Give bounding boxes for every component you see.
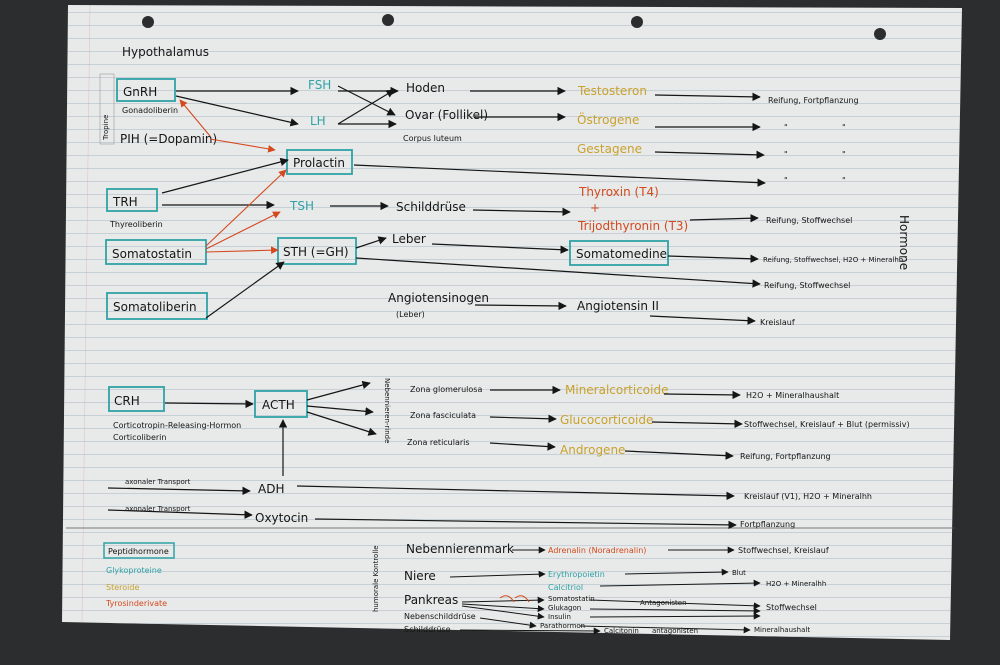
node-testosteron: Testosteron xyxy=(577,84,647,98)
effect-kreislauf: Kreislauf xyxy=(760,318,795,327)
effect-h2o: H2O + Mineralhh xyxy=(766,580,826,588)
effect-androgene: Reifung, Fortpflanzung xyxy=(740,452,831,461)
node-calcitriol: Calcitriol xyxy=(548,583,583,592)
ditto-4: " xyxy=(842,150,846,159)
node-adh: ADH xyxy=(258,482,284,496)
hypothalamus-title: Hypothalamus xyxy=(122,45,209,59)
node-crh-sub2: Corticoliberin xyxy=(113,433,166,442)
node-somatomedine: Somatomedine xyxy=(576,247,667,261)
node-nebennierenrinde: Nebennieren-rinde xyxy=(383,378,391,443)
node-niere: Niere xyxy=(404,569,436,583)
node-adrenalin: Adrenalin (Noradrenalin) xyxy=(548,546,646,555)
legend-peptidhormone: Peptidhormone xyxy=(108,547,169,556)
node-schilddruese-bottom: Schilddrüse xyxy=(404,625,451,634)
legend-steroide: Steroide xyxy=(106,583,139,592)
effect-adh: Kreislauf (V1), H2O + Mineralhh xyxy=(744,492,872,501)
effect-sth: Reifung, Stoffwechsel xyxy=(764,281,850,290)
node-angiotensinogen-sub: (Leber) xyxy=(396,310,425,319)
node-gnrh: GnRH xyxy=(123,85,157,99)
node-somatostatin: Somatostatin xyxy=(112,247,192,261)
node-crh: CRH xyxy=(114,394,140,408)
humorale-kontrolle-label: humorale Kontrolle xyxy=(372,545,380,612)
node-crh-sub1: Corticotropin-Releasing-Hormon xyxy=(113,421,241,430)
transport-label-1: axonaler Transport xyxy=(125,478,191,486)
ditto-6: " xyxy=(842,176,846,185)
node-schilddruese: Schilddrüse xyxy=(396,200,466,214)
effect-somatomedine: Reifung, Stoffwechsel, H2O + Mineralhh xyxy=(763,256,903,264)
node-thyroxin: Thyroxin (T4) xyxy=(578,185,659,199)
node-plus: + xyxy=(590,201,600,215)
punch-hole xyxy=(874,28,886,40)
node-pih: PIH (=Dopamin) xyxy=(120,132,217,146)
ditto-1: " xyxy=(784,123,788,132)
node-somatoliberin: Somatoliberin xyxy=(113,300,197,314)
node-trh-sub: Thyreoliberin xyxy=(109,220,163,229)
node-zona-glomerulosa: Zona glomerulosa xyxy=(410,385,482,394)
node-ovar: Ovar (Follikel) xyxy=(405,108,488,122)
node-p-somatostatin: Somatostatin xyxy=(548,595,595,603)
node-prolactin: Prolactin xyxy=(293,156,345,170)
node-tsh: TSH xyxy=(289,199,314,213)
node-glucocorticoide: Glucocorticoide xyxy=(560,413,653,427)
effect-blut: Blut xyxy=(732,569,746,577)
ditto-2: " xyxy=(842,123,846,132)
node-calcitonin: Calcitonin xyxy=(604,627,639,635)
node-gestagene: Gestagene xyxy=(577,142,642,156)
effect-mineral: H2O + Mineralhaushalt xyxy=(746,391,839,400)
node-p-insulin: Insulin xyxy=(548,613,571,621)
transport-label-2: axonaler Transport xyxy=(125,505,191,513)
node-oestrogene: Östrogene xyxy=(577,111,639,127)
node-erythropoietin: Erythropoietin xyxy=(548,570,605,579)
node-zona-reticularis: Zona reticularis xyxy=(407,438,470,447)
node-mineralcorticoide: Mineralcorticoide xyxy=(565,383,668,397)
node-fsh: FSH xyxy=(308,78,331,92)
effect-gluco: Stoffwechsel, Kreislauf + Blut (permissi… xyxy=(744,420,910,429)
legend-glykoproteine: Glykoproteine xyxy=(106,566,162,575)
node-gnrh-sub: Gonadoliberin xyxy=(122,106,178,115)
node-zona-fasciculata: Zona fasciculata xyxy=(410,411,476,420)
node-pankreas: Pankreas xyxy=(404,593,458,607)
effect-oxytocin: Fortpflanzung xyxy=(740,520,795,529)
node-corpus-luteum: Corpus luteum xyxy=(403,134,462,143)
node-oxytocin: Oxytocin xyxy=(255,511,308,525)
node-nebenschilddruese: Nebenschilddrüse xyxy=(404,612,476,621)
node-leber: Leber xyxy=(392,232,426,246)
effect-stoffwechsel: Stoffwechsel xyxy=(766,603,817,612)
node-parathormon: Parathormon xyxy=(540,622,585,630)
punch-hole xyxy=(631,16,643,28)
node-trijodthyronin: Trijodthyronin (T3) xyxy=(577,219,688,233)
effect-adrenalin: Stoffwechsel, Kreislauf xyxy=(738,546,829,555)
node-trh: TRH xyxy=(112,195,138,209)
node-angiotensin-ii: Angiotensin II xyxy=(577,299,659,313)
node-nebennierenmark: Nebennierenmark xyxy=(406,542,514,556)
node-lh: LH xyxy=(310,114,326,128)
node-sth: STH (=GH) xyxy=(283,245,349,259)
legend-tyrosinderivate: Tyrosinderivate xyxy=(105,599,167,608)
ditto-5: " xyxy=(784,176,788,185)
tropine-side-label: Tropine xyxy=(102,115,110,141)
antagonisten-label-2: antagonisten xyxy=(652,627,698,635)
effect-mineralhaushalt: Mineralhaushalt xyxy=(754,626,810,634)
node-p-glukagon: Glukagon xyxy=(548,604,581,612)
punch-hole xyxy=(142,16,154,28)
hormone-label: Hormone xyxy=(897,215,911,270)
node-angiotensinogen: Angiotensinogen xyxy=(388,291,489,305)
node-hoden: Hoden xyxy=(406,81,445,95)
ditto-3: " xyxy=(784,150,788,159)
effect-tsh: Reifung, Stoffwechsel xyxy=(766,216,852,225)
effect-reifung-1: Reifung, Fortpflanzung xyxy=(768,96,859,105)
punch-hole xyxy=(382,14,394,26)
node-androgene: Androgene xyxy=(560,443,625,457)
node-acth: ACTH xyxy=(262,398,295,412)
